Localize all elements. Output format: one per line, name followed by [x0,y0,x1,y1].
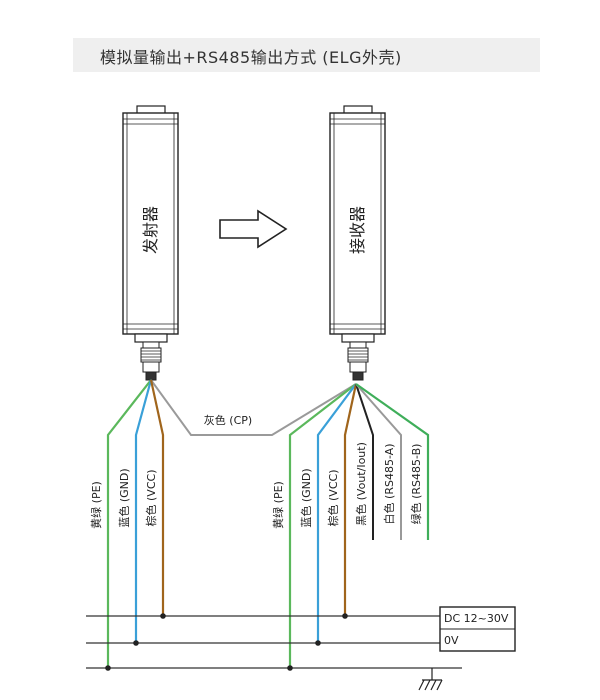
power-dc-label: DC 12~30V [444,612,509,625]
ground-icon [418,668,443,691]
receiver-wire-label-vout: 黑色 (Vout/Iout) [354,442,368,526]
receiver-wire-label-pe: 黄绿 (PE) [271,481,285,529]
arrow-right-icon [219,209,288,249]
receiver-wire-rs485b [355,383,430,540]
power-0v-label: 0V [444,634,459,647]
emitter-wire-label-vcc: 棕色 (VCC) [144,470,158,527]
emitter-sensor [122,105,179,381]
emitter-wire-label-gnd: 蓝色 (GND) [117,468,131,527]
emitter-wire-gnd [134,379,153,643]
receiver-wire-label-vcc: 棕色 (VCC) [326,470,340,527]
page-title: 模拟量输出+RS485输出方式 (ELG外壳) [100,48,402,67]
gray-wire-cp [150,379,357,436]
receiver-wire-label-rs485a: 白色 (RS485-A) [382,444,396,525]
emitter-wire-pe [106,379,152,668]
receiver-wire-gnd [316,383,357,643]
receiver-sensor [329,105,386,381]
receiver-wire-label-rs485b: 绿色 (RS485-B) [409,444,423,525]
receiver-label: 接收器 [348,206,367,254]
junction-dots [105,613,348,671]
emitter-label: 发射器 [141,206,160,254]
receiver-wire-rs485a [355,383,402,540]
emitter-wire-label-pe: 黄绿 (PE) [89,481,103,529]
receiver-wire-vout [355,383,374,540]
receiver-wire-vcc [343,383,358,616]
receiver-wire-pe [288,383,357,668]
emitter-wire-vcc [149,379,165,616]
receiver-wire-label-gnd: 蓝色 (GND) [299,468,313,527]
title-bar: 模拟量输出+RS485输出方式 (ELG外壳) [73,38,540,72]
gray-wire-label: 灰色 (CP) [204,413,252,427]
